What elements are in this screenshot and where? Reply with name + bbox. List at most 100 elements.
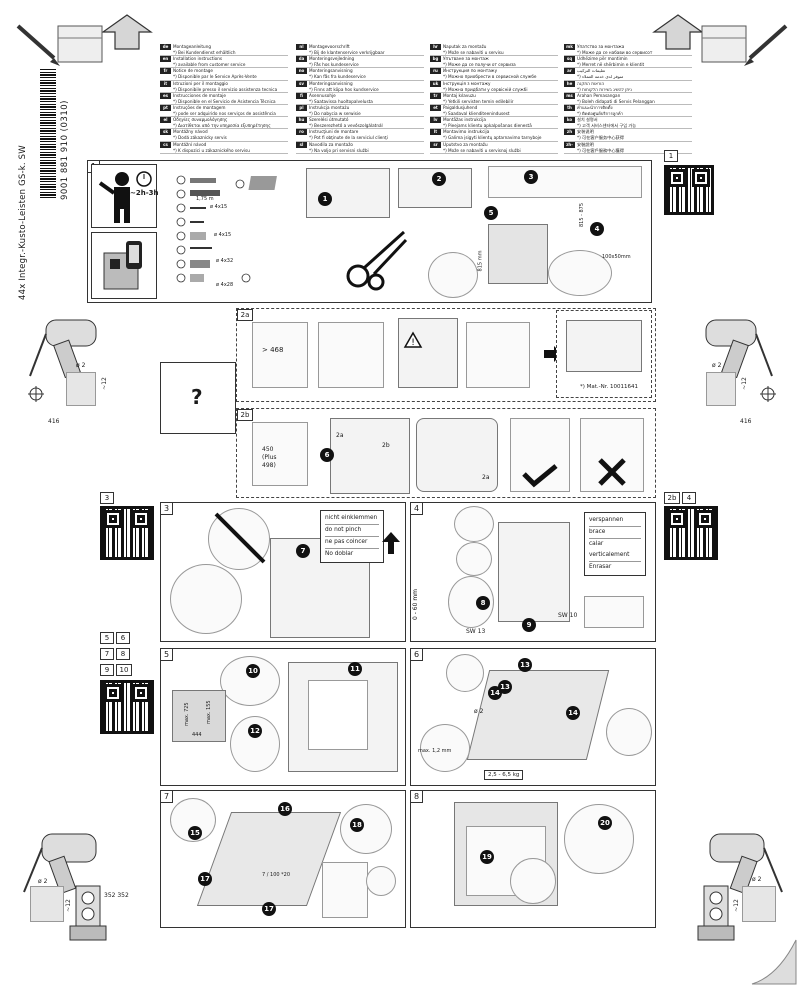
qr-code-top-right: [664, 165, 714, 215]
step-2b-circle-6: 6: [320, 448, 334, 462]
language-title: Instrucciones de montaje: [173, 92, 226, 98]
language-title: Uputstvo za montažu: [443, 141, 488, 147]
language-text: 安裝說明*) 可在客戶服務中心獲得: [577, 142, 692, 153]
language-text: Instrucciones de montaje*) Disponible en…: [173, 92, 288, 104]
step-2a-material-note: *) Mat.-Nr. 10011641: [580, 384, 639, 390]
qr-code-right-mid: [664, 506, 718, 560]
step-6-book-circle: [420, 724, 470, 772]
step-2b-cabinet: [252, 422, 308, 486]
parts-list: 1,75 m ø 4x15 ø 4x15 ø 4x32 ø 4x28: [176, 170, 286, 300]
step-3-up-arrow-icon: [382, 532, 400, 554]
parts-drawing: [176, 175, 277, 283]
language-text: Montāžas instrukcija*) Pieejams klientu …: [443, 117, 558, 128]
language-text: Інструкція з монтажу*) Можна придбати у …: [443, 81, 558, 92]
language-text: Montážny návod*) Dodá zákaznícky servis: [173, 129, 288, 140]
language-code-badge: sl: [296, 141, 307, 148]
wall-cross-left-icon: [28, 386, 44, 402]
step-8-screw-circle: [564, 804, 634, 874]
language-title: Montagevoorschrift: [309, 44, 350, 49]
step-3-base-circle: [170, 564, 242, 634]
step-1-scene-a: [306, 168, 390, 218]
language-title: Arahan Pemasangan: [577, 92, 621, 98]
language-text: Navodila za montažo*) Na voljo pri servi…: [309, 141, 424, 153]
language-note: *) Može se nabaviti u servisnoj službi: [443, 147, 521, 153]
step-6-door-panel: [466, 670, 610, 760]
language-note: *) Pot fi obţinute de la serviciul clien…: [309, 135, 388, 141]
language-text: Instrukcja montażu*) Do nabycia w serwis…: [309, 105, 424, 116]
step-2a-cabinet-b: [318, 322, 384, 388]
step-2-panel: ?: [160, 362, 236, 434]
drill-left-top-depth: ~12: [100, 377, 108, 390]
step-2b-detail: [416, 418, 498, 492]
language-note: *) Bij de klantenservice verkrijgbaar: [309, 50, 385, 56]
language-note: *) Disponible par le Service Après-Vente: [173, 74, 257, 80]
dishwasher-sketch: [488, 224, 548, 284]
step-4-circle-9: 9: [522, 618, 536, 632]
brace-text-de: verspannen: [589, 515, 641, 527]
step-1-circle-5: 5: [484, 206, 498, 220]
step-1-circle-1: 1: [318, 192, 332, 206]
step-5-label-444: 444: [192, 732, 202, 738]
drill-left-top-diameter: ø 2: [76, 362, 86, 369]
step-7-circle-17b: 17: [198, 872, 212, 886]
language-note: *) Može se nabaviti u servisu: [443, 50, 504, 56]
language-text: Installation instructions*) available fr…: [173, 56, 288, 67]
step-2a-cabinet-a: [252, 322, 308, 388]
language-text: Asennusohje*) Saatavissa huoltopalvelust…: [309, 93, 424, 104]
language-title: Paigaldusjuhend: [443, 104, 478, 110]
language-code-badge: de: [160, 44, 171, 50]
language-title: Monteringsvejledning: [309, 56, 355, 62]
language-code-badge: ru: [430, 68, 441, 75]
language-text: Monteringsanvisning*) Finns att köpa hos…: [309, 81, 424, 92]
installer-person-icon: [98, 171, 152, 223]
warning-triangle-icon: !: [403, 331, 423, 348]
language-title: Szerelési útmutató: [309, 117, 349, 123]
language-text: Montageanleitung*) Bei Kundendienst erhä…: [173, 44, 288, 55]
language-code-badge: sv: [296, 80, 307, 87]
step-5-circle-11: 11: [348, 662, 362, 676]
language-code-badge: lv: [430, 117, 441, 124]
brace-text-es: Enrasar: [589, 564, 612, 570]
tape-roll-sketch: [428, 252, 478, 298]
language-note: *) Fås hos kundeservice: [309, 62, 359, 68]
language-text: Uputstvo za montažu*) Može se nabaviti u…: [443, 141, 558, 153]
step-6-weight: 2,5 - 6,5 kg: [484, 770, 524, 780]
language-code-badge: hr: [430, 44, 441, 50]
language-title: Navodila za montažo: [309, 141, 353, 147]
step-6-drill-dia: ø 2: [474, 708, 484, 715]
svg-text:!: !: [411, 338, 415, 348]
part-label-4: ø 4x32: [216, 258, 234, 264]
step-4-label-sw13: SW 13: [466, 628, 486, 635]
language-text: Montavimo instrukcija*) Galima įsigyti k…: [443, 129, 558, 140]
smartphone-icon: [103, 241, 142, 290]
language-text: Monteringsanvisning*) Kan fås fra kundes…: [309, 68, 424, 79]
qr-tag-4: 4: [682, 492, 696, 504]
step-4-circle-8: 8: [476, 596, 490, 610]
language-title: הוראות התקנה: [577, 80, 605, 86]
step-5-panel-dims: [172, 690, 226, 742]
step-6-screw-circle: [606, 708, 652, 756]
language-text: Instruções de montagem*) pode ser adquir…: [173, 104, 288, 117]
language-note: *) Saatavissa huoltopalvelusta: [309, 98, 373, 104]
language-code-badge: pt: [160, 104, 171, 111]
language-note: *) pode ser adquirido nos serviços de as…: [173, 111, 276, 117]
language-note: *) Merret në shërbimin e klientit: [577, 62, 645, 68]
wall-cross-right-icon: [760, 386, 776, 402]
step-2a-dim-label: > 468: [262, 346, 284, 354]
step-8-number: 8: [411, 791, 423, 803]
language-code-badge: ar: [564, 68, 575, 75]
language-code-badge: sk: [160, 129, 171, 136]
language-code-badge: fr: [160, 68, 171, 75]
language-title: Instruções de montagem: [173, 104, 226, 110]
qr-tag-6: 6: [116, 632, 130, 644]
language-title: Инструкция по монтажу: [443, 68, 498, 74]
step-1-scene-c: [488, 166, 642, 198]
